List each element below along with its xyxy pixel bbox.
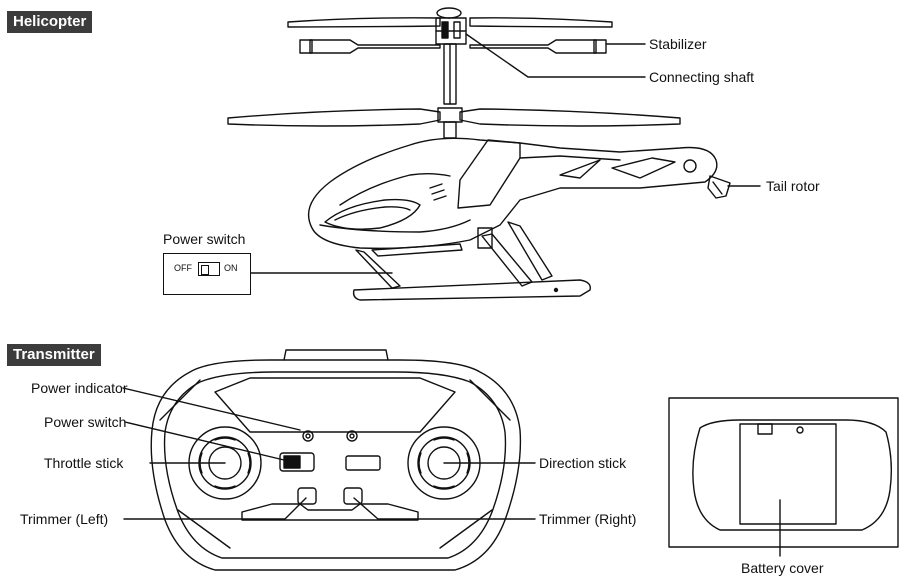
tx-power-switch-label: Power switch xyxy=(44,414,127,430)
landing-strut-front xyxy=(355,249,401,289)
battery-cover-panel xyxy=(739,423,837,525)
fuselage xyxy=(307,137,718,250)
power-indicator-leader xyxy=(122,387,301,431)
stabilizer-bar xyxy=(309,39,441,54)
power-indicator-led xyxy=(302,430,314,442)
stabilizer-label: Stabilizer xyxy=(649,36,707,52)
trimmer-right-label: Trimmer (Right) xyxy=(539,511,637,527)
connecting-shaft-leader xyxy=(465,33,646,78)
heli-power-switch-label: Power switch xyxy=(163,231,246,247)
power-indicator-label: Power indicator xyxy=(31,380,128,396)
transmitter-section-tag: Transmitter xyxy=(7,344,101,366)
trimmer-right-leader xyxy=(353,497,536,520)
heli-power-switch-box: OFF ON xyxy=(163,253,251,295)
lower-rotor-blade-right xyxy=(459,108,681,127)
canopy-window xyxy=(324,198,421,230)
rotor-cap xyxy=(436,7,462,19)
landing-strut-rear xyxy=(481,233,533,287)
switch-on-label: ON xyxy=(224,263,238,273)
battery-cover-illustration xyxy=(668,397,899,557)
helicopter-illustration xyxy=(227,7,761,301)
battery-body xyxy=(692,419,893,531)
top-rotor-blade-left xyxy=(287,17,441,28)
trimmer-left-label: Trimmer (Left) xyxy=(20,511,109,527)
trimmer-left-leader xyxy=(123,497,307,520)
lower-rotor-blade-left xyxy=(227,108,441,127)
tail-rotor-label: Tail rotor xyxy=(766,178,820,194)
switch-knob xyxy=(198,262,220,276)
transmitter-body xyxy=(150,359,522,571)
battery-view-frame xyxy=(668,397,899,548)
battery-cover-label: Battery cover xyxy=(741,560,824,576)
power-switch-tx-leader xyxy=(124,421,285,461)
direction-stick-label: Direction stick xyxy=(539,455,627,471)
trimmer-left-button xyxy=(297,487,317,505)
helicopter-section-tag: Helicopter xyxy=(7,11,93,33)
tail-rotor xyxy=(707,175,731,199)
transmitter-power-switch xyxy=(279,452,315,472)
switch-off-label: OFF xyxy=(174,263,192,273)
transmitter-illustration xyxy=(122,349,536,571)
throttle-stick-label: Throttle stick xyxy=(44,455,124,471)
top-rotor-blade-right xyxy=(469,17,613,28)
trimmer-right-button xyxy=(343,487,363,505)
connecting-shaft-label: Connecting shaft xyxy=(649,69,755,85)
landing-skid xyxy=(352,279,591,301)
